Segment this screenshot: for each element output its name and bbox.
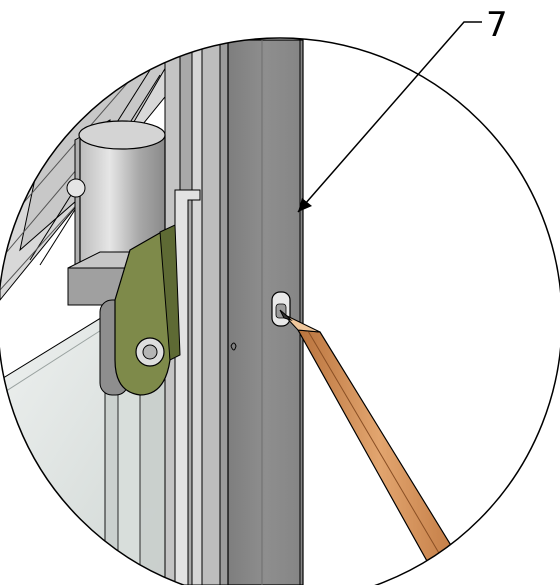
frame-profile	[227, 39, 304, 585]
callout-arrowhead	[298, 198, 312, 212]
pencil-icon	[279, 309, 461, 571]
side-channel-profiles	[164, 39, 229, 585]
detail-circle-border	[0, 37, 560, 585]
marking-hole-icon	[271, 291, 291, 327]
callout-number: 7	[486, 5, 508, 45]
hinge-icon	[66, 119, 181, 396]
callout-leader	[297, 21, 482, 213]
